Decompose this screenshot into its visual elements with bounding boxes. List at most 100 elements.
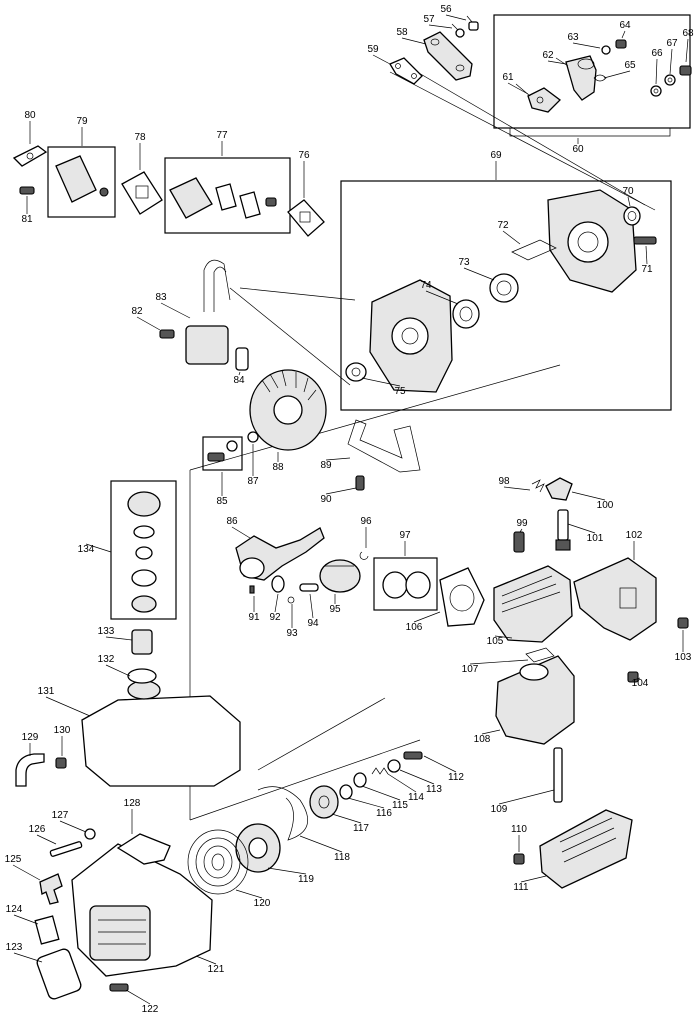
bolt-68-icon [679,65,692,76]
pin-94-icon [299,583,319,592]
bracket-128-icon [116,833,171,865]
leader-line-67 [669,48,673,75]
washer-116-icon [339,784,353,800]
leader-line-71 [645,245,648,265]
part-label-93: 93 [286,628,298,639]
leader-line-104 [633,677,641,681]
cylinder-cover-102-icon [573,557,657,641]
leader-line-98 [503,486,531,491]
group-box-97 [373,557,438,611]
leader-line-123 [13,952,43,963]
part-label-73: 73 [458,257,470,268]
part-label-133: 133 [98,626,115,637]
leader-line-64 [621,30,626,39]
part-label-59: 59 [367,44,379,55]
part-label-131: 131 [38,686,55,697]
part-label-125: 125 [5,854,22,865]
gasket-76-icon [287,199,325,237]
spark-plug-101-icon [555,509,571,551]
part-label-83: 83 [155,292,167,303]
part-label-99: 99 [516,518,528,529]
part-label-113: 113 [426,784,442,795]
part-label-102: 102 [626,530,643,541]
part-label-89: 89 [320,460,332,471]
leader-line-57 [428,24,453,29]
leader-line-122 [125,989,151,1005]
bracket-58-icon [423,31,473,81]
insulator-79-icon [55,155,109,203]
part-label-67: 67 [666,38,678,49]
leader-line-56 [445,14,467,21]
leader-line-126 [36,834,57,845]
leader-line-121 [195,955,217,965]
part-label-78: 78 [134,132,146,143]
part-label-103: 103 [675,652,692,663]
label-124-icon [34,915,60,945]
intake-elbow-62-icon [555,55,597,101]
part-label-74: 74 [420,280,432,291]
bolt-112-icon [403,751,423,760]
leader-line-63 [572,42,601,49]
gasket-123-icon [36,948,82,1000]
leader-line-94 [309,593,314,619]
piston-95-icon [319,559,361,593]
gasket-106-icon [439,567,485,627]
leader-line-82 [136,316,161,331]
crankshaft-86-icon [235,527,325,581]
part-label-98: 98 [498,476,510,487]
crankcase-half-left-icon [369,279,453,393]
bolt-56-icon [466,15,479,31]
leader-line-109 [498,789,555,805]
part-label-120: 120 [254,898,271,909]
part-label-111: 111 [513,882,529,893]
washer-67-icon [664,74,676,86]
part-label-119: 119 [298,874,314,885]
part-label-80: 80 [24,110,36,121]
leader-line-70 [627,196,631,207]
leader-line-119 [267,867,307,875]
bearing-74-icon [452,299,480,329]
part-label-76: 76 [298,150,310,161]
group-box-134 [110,480,177,620]
leader-line-58 [401,37,427,45]
clip-96-icon [359,551,369,560]
part-label-114: 114 [408,792,424,803]
part-label-97: 97 [399,530,411,541]
bolt-81-icon [19,186,35,195]
part-label-85: 85 [216,496,228,507]
bearing-73-icon [489,273,519,303]
bracket-89-icon [347,419,421,473]
plug-cap-100-icon [545,477,573,501]
nut-87-icon [247,431,259,443]
leader-line-124 [13,914,39,925]
part-label-77: 77 [216,130,228,141]
part-label-117: 117 [353,823,369,834]
part-label-68: 68 [682,28,694,39]
leader-line-131 [45,696,91,717]
oil-seal-70-icon [623,206,641,226]
clamp-130-icon [55,757,67,769]
leader-line-89 [325,457,351,461]
part-label-100: 100 [597,500,614,511]
spacer-84-icon [235,347,249,371]
leader-line-107 [469,659,529,665]
part-label-79: 79 [76,116,88,127]
bolt-122-icon [109,983,129,992]
spring-114-icon [371,767,389,775]
pulley-117-icon [309,785,339,819]
leader-line-132 [105,664,131,677]
plate-59-icon [389,57,423,85]
part-label-64: 64 [619,20,631,31]
fuel-tank-131-icon [81,680,241,787]
leader-line-101 [567,523,596,534]
part-label-75: 75 [394,386,406,397]
screw-71-icon [633,236,657,245]
leader-line-106 [413,611,441,623]
leader-line-65 [603,70,631,79]
gasket-107-icon [525,647,555,663]
leader-line-127 [59,820,87,833]
part-label-95: 95 [329,604,341,615]
leader-line-134 [85,543,112,553]
key-91-icon [249,585,255,594]
part-label-110: 110 [511,824,527,835]
